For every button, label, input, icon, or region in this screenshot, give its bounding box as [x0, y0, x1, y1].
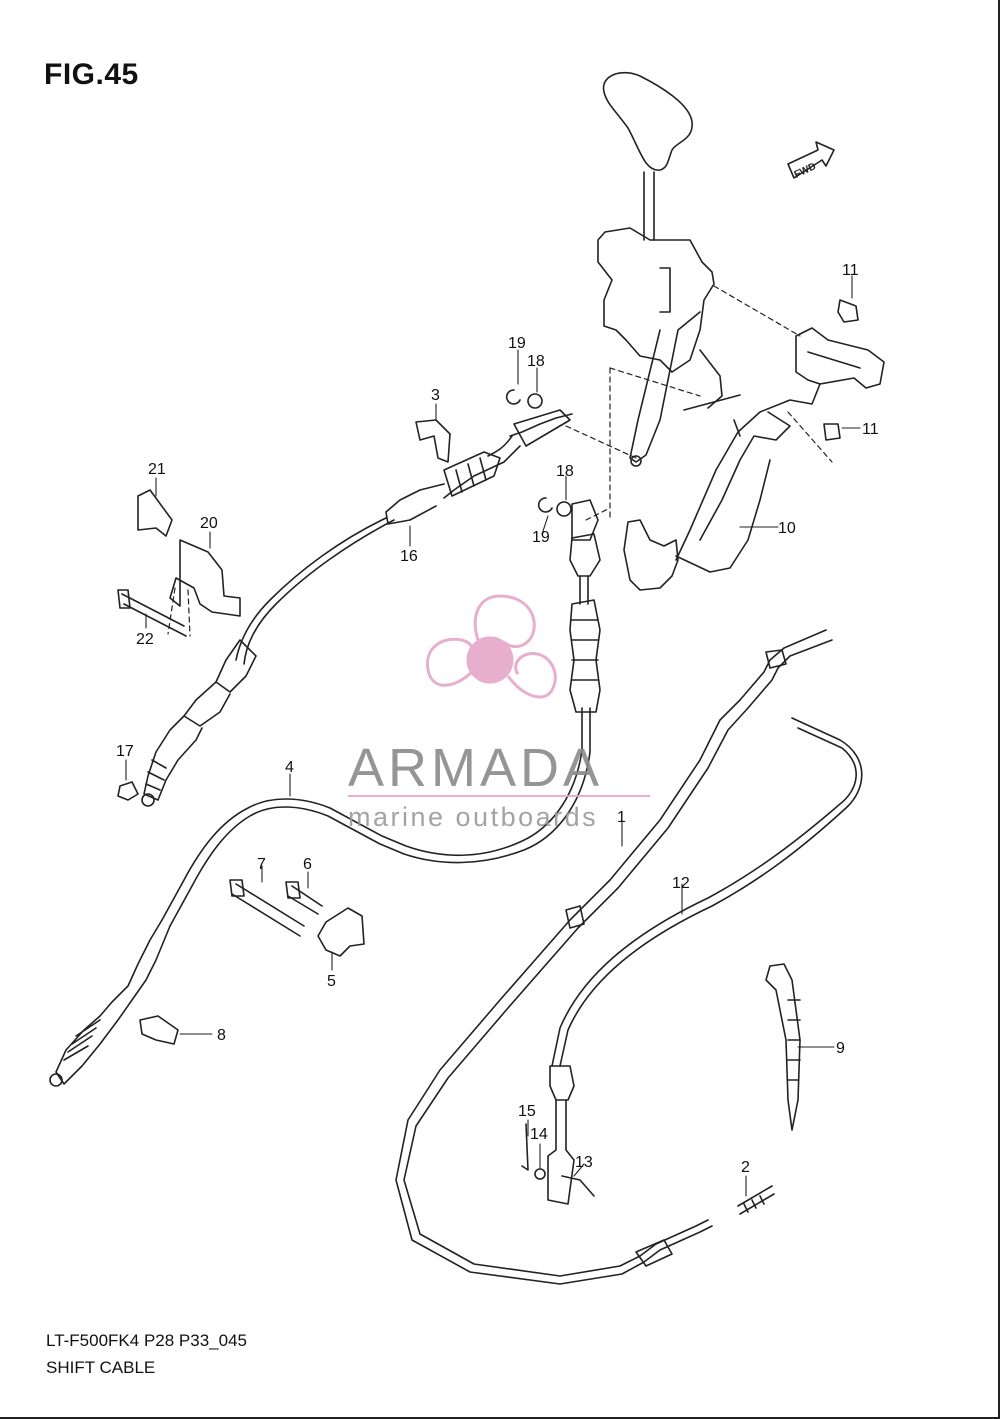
shift-lever-assembly	[597, 71, 741, 467]
cable-16	[141, 409, 573, 807]
callout-10: 10	[778, 520, 796, 537]
leader-lines	[167, 285, 833, 637]
callout-5: 5	[327, 973, 336, 990]
callout-18-upper: 18	[527, 353, 545, 370]
callout-11-upper: 11	[842, 262, 859, 279]
diagram-name: SHIFT CABLE	[46, 1358, 156, 1377]
callout-7: 7	[257, 856, 266, 873]
callout-6: 6	[303, 856, 312, 873]
callout-2: 2	[741, 1159, 750, 1176]
watermark-brand: ARMADA	[348, 738, 603, 798]
callout-22: 22	[136, 631, 154, 648]
callout-19-lower: 19	[532, 529, 550, 546]
callout-21: 21	[148, 461, 166, 478]
callout-19-upper: 19	[508, 335, 526, 352]
cable-1	[395, 629, 833, 1285]
callout-17: 17	[116, 743, 134, 760]
watermark-tagline: marine outboards	[348, 802, 598, 832]
callout-15: 15	[518, 1103, 536, 1120]
watermark: ARMADA marine outboards	[348, 594, 650, 832]
callout-13: 13	[575, 1154, 593, 1171]
callout-16: 16	[400, 548, 418, 565]
callout-labels: 1 2 3 4 5 6 7 8 9 10 11 11 12 13 14 15 1…	[116, 262, 879, 1176]
bracket-10	[623, 327, 885, 591]
callout-4: 4	[285, 759, 294, 776]
callout-3: 3	[431, 387, 440, 404]
fwd-tag: FWD	[793, 161, 818, 181]
propeller-logo-icon	[425, 594, 557, 699]
model-code: LT-F500FK4 P28 P33_045	[46, 1331, 247, 1350]
callout-9: 9	[836, 1040, 845, 1057]
callout-20: 20	[200, 515, 218, 532]
callout-leaders	[125, 275, 861, 1197]
cable-12	[547, 717, 863, 1205]
callout-18-lower: 18	[556, 463, 574, 480]
callout-12: 12	[672, 875, 690, 892]
callout-14: 14	[530, 1126, 548, 1143]
callout-11-lower: 11	[862, 421, 879, 438]
figure-title: FIG.45	[44, 58, 139, 91]
small-parts	[117, 141, 859, 1215]
callout-8: 8	[217, 1027, 226, 1044]
cable-4	[49, 499, 601, 1087]
callout-1: 1	[617, 809, 626, 826]
